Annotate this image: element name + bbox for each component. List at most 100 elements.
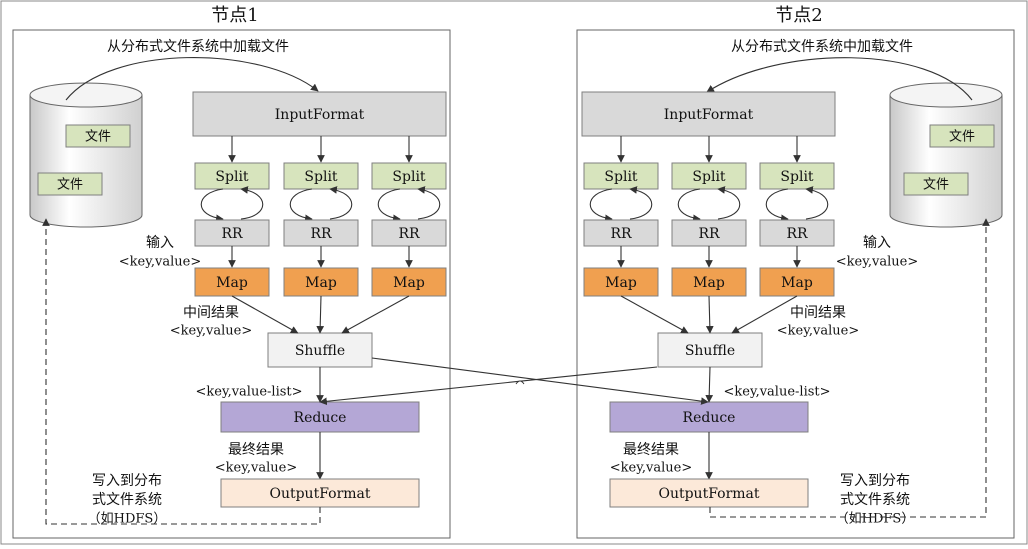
loop-right bbox=[417, 186, 441, 220]
node-frame bbox=[12, 29, 451, 539]
rr-box bbox=[283, 219, 359, 247]
load-label: 从分布式文件系统中加载文件 bbox=[107, 39, 289, 55]
output-format-box bbox=[220, 478, 420, 508]
reduce-box bbox=[220, 401, 420, 433]
rr-box-label: RR bbox=[610, 226, 632, 242]
final-kv-label: 最终结果 bbox=[228, 442, 284, 458]
map-box-label: Map bbox=[693, 275, 725, 291]
file-box bbox=[65, 124, 131, 148]
file-box-label: 文件 bbox=[949, 130, 975, 145]
node-frame bbox=[576, 29, 1015, 539]
split-box bbox=[583, 162, 659, 190]
input-kv-value: <key,value> bbox=[836, 255, 918, 270]
rr-box-label: RR bbox=[786, 226, 808, 242]
shuffle-box-label: Shuffle bbox=[295, 343, 345, 359]
split-box-label: Split bbox=[215, 169, 249, 185]
map-box bbox=[671, 267, 747, 297]
split-box bbox=[371, 162, 447, 190]
output-format-box-label: OutputFormat bbox=[658, 486, 759, 502]
loop-left bbox=[289, 188, 313, 223]
map-box-label: Map bbox=[393, 275, 425, 291]
final-kv-value: <key,value> bbox=[215, 461, 297, 476]
arrow-to-shuffle bbox=[316, 295, 325, 334]
split-box-label: Split bbox=[392, 169, 426, 185]
node-2: 节点2文件文件从分布式文件系统中加载文件InputFormatSplitRRMa… bbox=[576, 5, 1015, 539]
arrow-to-shuffle bbox=[705, 295, 714, 334]
input-format-box bbox=[192, 91, 447, 137]
map-box bbox=[583, 267, 659, 297]
file-box bbox=[903, 172, 969, 196]
map-box-label: Map bbox=[305, 275, 337, 291]
rr-box bbox=[194, 219, 270, 247]
loop-right bbox=[240, 186, 264, 220]
final-kv-value: <key,value> bbox=[610, 461, 692, 476]
input-format-box-label: InputFormat bbox=[275, 107, 365, 123]
input-format-box bbox=[581, 91, 836, 137]
disk-body bbox=[29, 94, 143, 228]
split-box bbox=[671, 162, 747, 190]
load-arrow bbox=[65, 57, 319, 101]
input-kv-label: 输入 bbox=[146, 235, 174, 251]
line-hop bbox=[515, 380, 525, 385]
arrow-to-reduce bbox=[705, 366, 714, 403]
arrow-to-shuffle bbox=[231, 295, 299, 334]
rr-box-label: RR bbox=[221, 226, 243, 242]
value-list-label: <key,value-list> bbox=[723, 385, 830, 400]
map-box bbox=[283, 267, 359, 297]
reduce-box-label: Reduce bbox=[294, 410, 347, 426]
map-box-label: Map bbox=[781, 275, 813, 291]
map-box bbox=[194, 267, 270, 297]
reduce-box bbox=[609, 401, 809, 433]
rr-box-label: RR bbox=[310, 226, 332, 242]
map-box-label: Map bbox=[216, 275, 248, 291]
file-box-label: 文件 bbox=[57, 178, 83, 193]
arrow-to-shuffle bbox=[620, 295, 689, 334]
intermediate-kv-label: 中间结果 bbox=[790, 305, 846, 321]
loop-right bbox=[329, 186, 353, 220]
map-box bbox=[759, 267, 835, 297]
rr-box-label: RR bbox=[398, 226, 420, 242]
loop-left bbox=[677, 188, 701, 223]
input-format-box-label: InputFormat bbox=[664, 107, 754, 123]
value-list-label: <key,value-list> bbox=[195, 385, 302, 400]
cross-arrow-to-node2-reduce bbox=[371, 357, 709, 405]
final-kv-label: 最终结果 bbox=[623, 442, 679, 458]
output-format-box-label: OutputFormat bbox=[269, 486, 370, 502]
file-box-label: 文件 bbox=[923, 178, 949, 193]
node-title: 节点1 bbox=[211, 5, 258, 26]
write-label-2: 式文件系统 bbox=[92, 492, 162, 508]
rr-box bbox=[671, 219, 747, 247]
reduce-box-label: Reduce bbox=[683, 410, 736, 426]
disk-top bbox=[29, 82, 143, 108]
write-label-1: 写入到分布 bbox=[840, 473, 910, 489]
output-format-box bbox=[609, 478, 809, 508]
loop-right bbox=[717, 186, 741, 220]
shuffle-box-label: Shuffle bbox=[685, 343, 735, 359]
rr-box bbox=[759, 219, 835, 247]
disk-top bbox=[889, 82, 1003, 108]
write-label-3: （如HDFS） bbox=[836, 511, 915, 527]
loop-left bbox=[377, 188, 401, 223]
disk-body bbox=[889, 94, 1003, 228]
map-box-label: Map bbox=[605, 275, 637, 291]
rr-box-label: RR bbox=[698, 226, 720, 242]
loop-left bbox=[200, 188, 224, 223]
arrow-to-shuffle bbox=[731, 295, 798, 334]
write-back-path bbox=[42, 218, 321, 525]
shuffle-box bbox=[267, 332, 373, 368]
cross-arrow-to-node1-reduce bbox=[319, 366, 658, 406]
split-box-label: Split bbox=[304, 169, 338, 185]
split-box-label: Split bbox=[604, 169, 638, 185]
load-label: 从分布式文件系统中加载文件 bbox=[731, 39, 913, 55]
intermediate-kv-label: 中间结果 bbox=[183, 305, 239, 321]
